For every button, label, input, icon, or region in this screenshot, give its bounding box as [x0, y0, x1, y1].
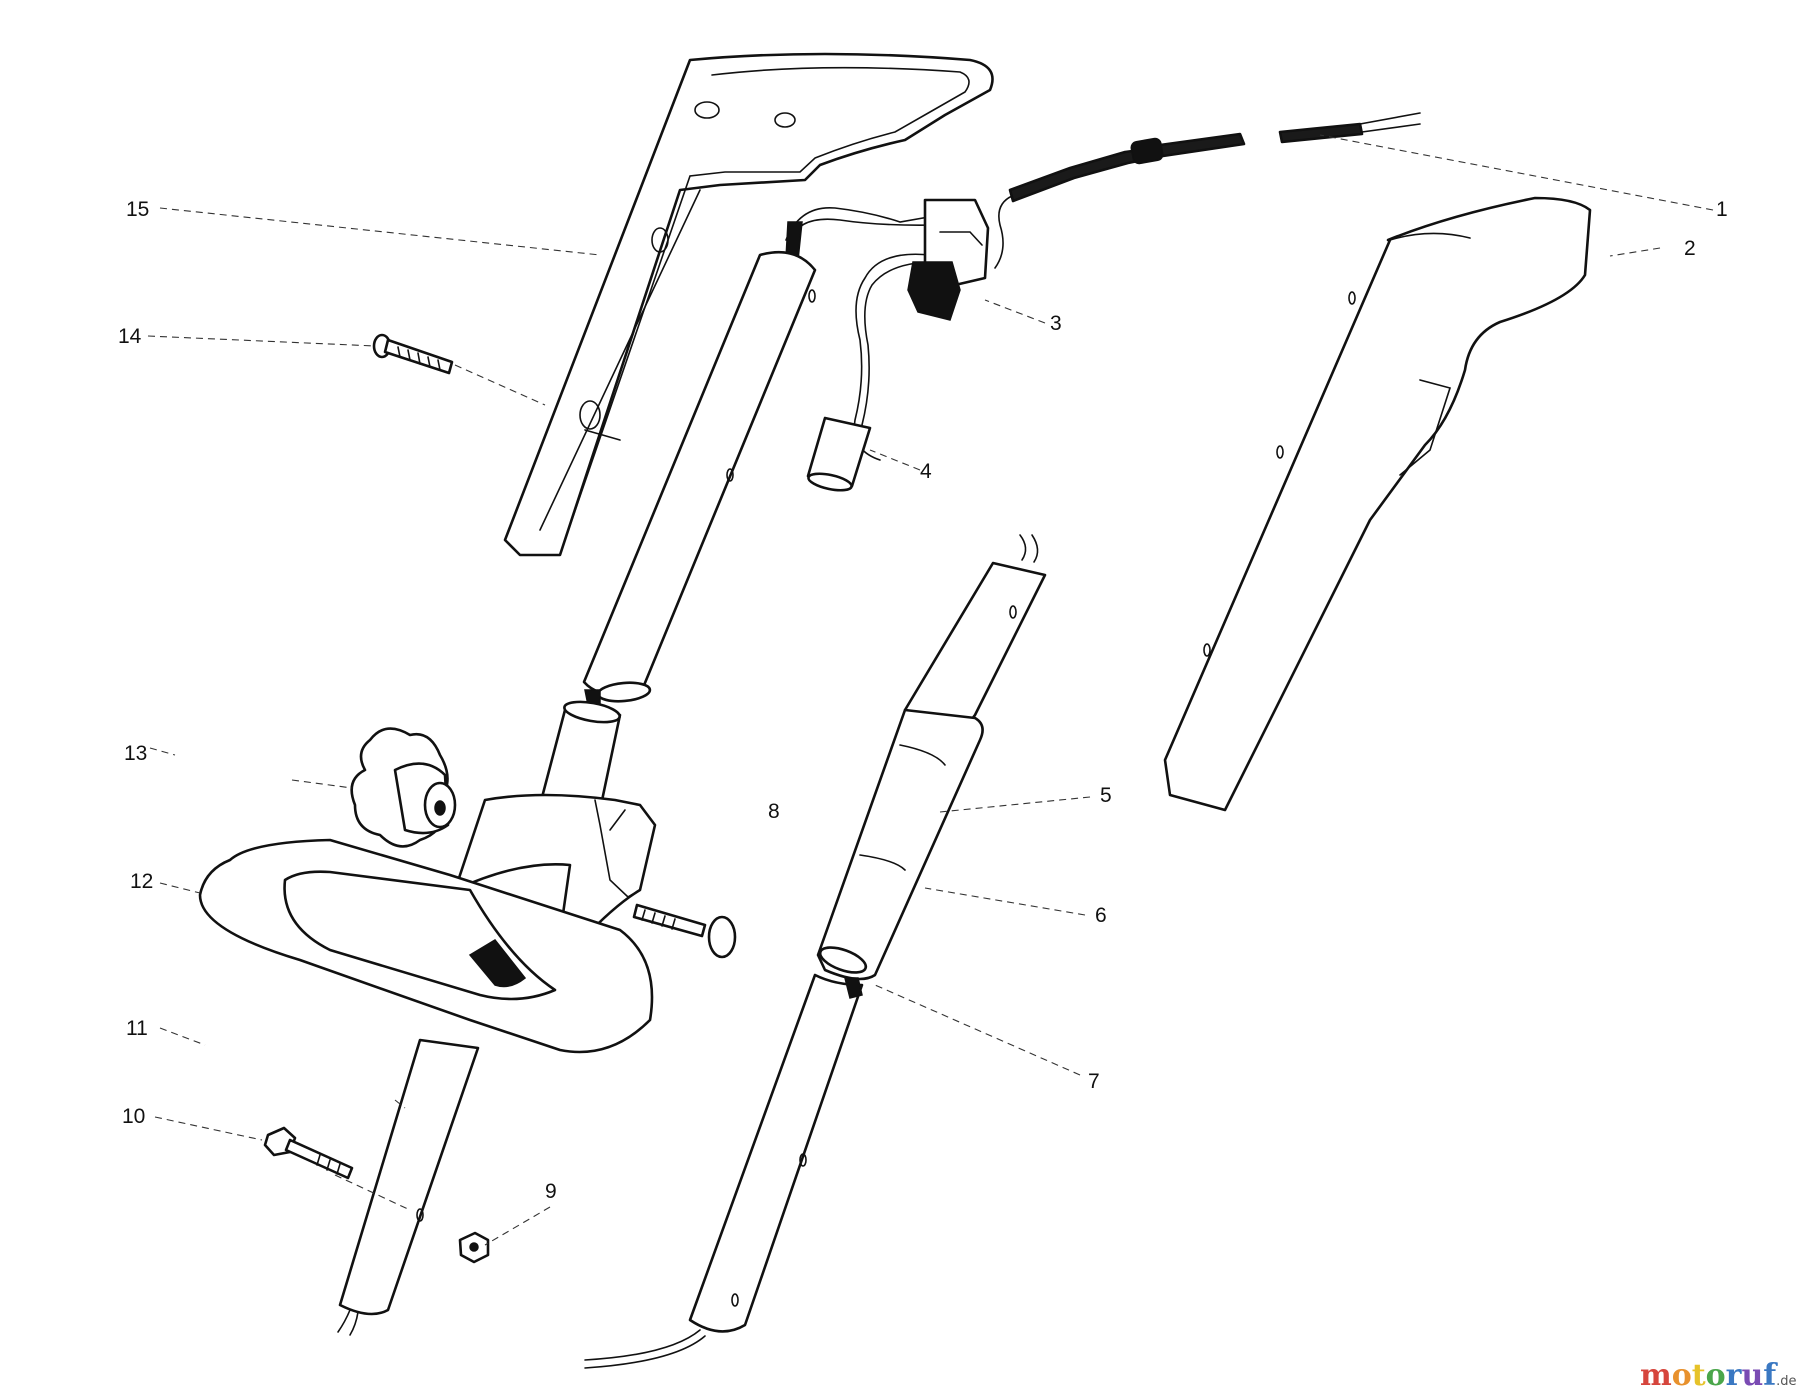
callout-3: 3 [1050, 312, 1062, 335]
long-screw [372, 333, 454, 375]
callout-6: 6 [1095, 904, 1107, 927]
trigger-switch [785, 198, 990, 461]
callout-2: 2 [1684, 237, 1696, 260]
telescoping-shaft [816, 534, 1047, 981]
left-handle-half [503, 52, 994, 557]
callout-10: 10 [122, 1105, 145, 1128]
watermark-letters: motoruf [1640, 1358, 1778, 1393]
watermark-suffix: .de [1776, 1374, 1796, 1389]
watermark-letter: m [1640, 1358, 1672, 1393]
watermark-letter: o [1706, 1358, 1726, 1393]
leader-lines [147, 134, 1714, 1246]
hex-nut [458, 1231, 490, 1264]
star-knob [350, 727, 457, 848]
callout-11: 11 [126, 1017, 148, 1040]
callout-15: 15 [126, 198, 149, 221]
callout-4: 4 [920, 460, 932, 483]
callout-13: 13 [124, 742, 147, 765]
watermark-letter: o [1672, 1358, 1692, 1393]
wire-connector [806, 416, 872, 492]
carriage-bolt [632, 903, 737, 959]
right-handle-half [1163, 196, 1592, 812]
callout-12: 12 [130, 870, 153, 893]
callout-labels: 1 2 3 4 5 6 7 8 9 10 11 12 13 14 15 [118, 198, 1728, 1203]
lower-shaft [584, 973, 864, 1369]
upper-tube [582, 221, 817, 706]
watermark-letter: r [1726, 1358, 1743, 1393]
watermark-text: motoruf.de [1640, 1358, 1797, 1393]
callout-9: 9 [545, 1180, 557, 1203]
watermark-letter: f [1763, 1358, 1778, 1393]
callout-14: 14 [118, 325, 142, 348]
watermark-logo: motoruf.de [1640, 1358, 1797, 1393]
hex-bolt [263, 1126, 354, 1180]
loop-handle-assembly [198, 700, 657, 1336]
callout-1: 1 [1716, 198, 1728, 221]
callout-5: 5 [1100, 784, 1112, 807]
watermark-letter: t [1692, 1358, 1706, 1393]
callout-7: 7 [1088, 1070, 1100, 1093]
watermark-letter: u [1741, 1358, 1763, 1393]
power-cord [994, 112, 1421, 269]
callout-8: 8 [768, 800, 780, 823]
